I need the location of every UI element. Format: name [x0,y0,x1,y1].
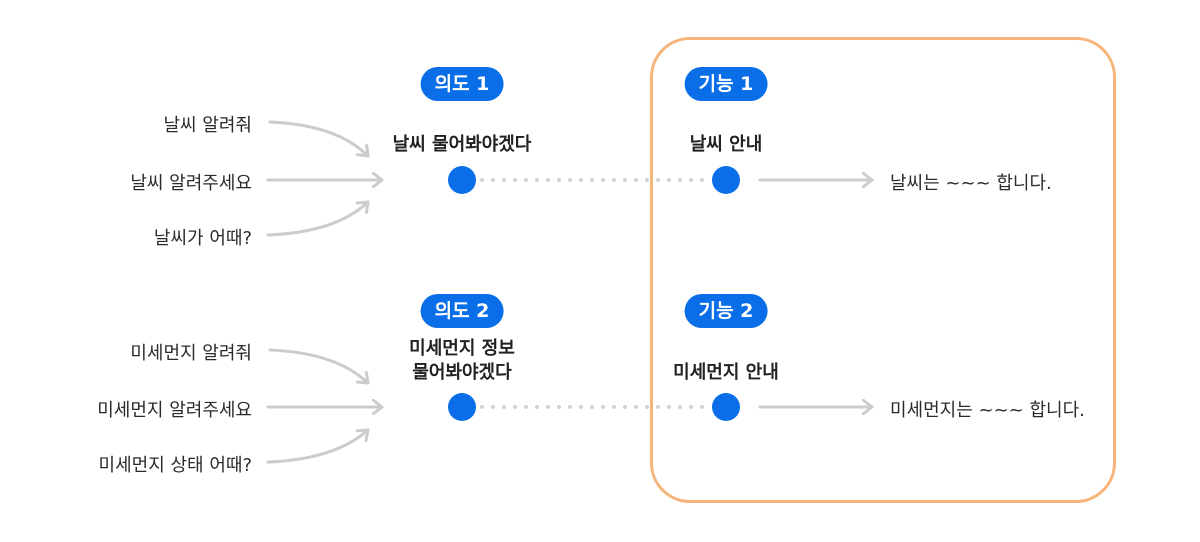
utterance-2-1: 미세먼지 알려줘 [130,343,252,364]
intent-label-1: 날씨 물어봐야겠다 [392,134,532,155]
function-badge-2: 기능 2 [684,294,768,328]
function-label-1: 날씨 안내 [689,134,763,155]
utterance-2-3: 미세먼지 상태 어때? [98,455,252,476]
intent-badge-1: 의도 1 [420,67,504,101]
function-node-2 [712,393,740,421]
utterance-arrow-2-3 [266,428,370,464]
response-1: 날씨는 ~~~ 합니다. [890,173,1052,194]
utterance-1-2: 날씨 알려주세요 [130,173,252,194]
function-node-1 [712,166,740,194]
function-group-frame [650,37,1116,503]
utterance-arrow-1-1 [268,120,370,158]
intent-node-1 [448,166,476,194]
intent-node-2 [448,393,476,421]
function-label-2: 미세먼지 안내 [673,362,779,383]
utterance-arrow-1-3 [266,200,370,237]
utterance-1-3: 날씨가 어때? [153,228,252,249]
function-badge-1: 기능 1 [684,67,768,101]
intent-badge-2: 의도 2 [420,294,504,328]
utterance-1-1: 날씨 알려줘 [163,115,252,136]
utterance-2-2: 미세먼지 알려주세요 [97,400,252,421]
intent-label-2: 미세먼지 정보 물어봐야겠다 [409,338,515,383]
response-2: 미세먼지는 ~~~ 합니다. [890,400,1085,421]
utterance-arrow-2-1 [268,348,370,385]
